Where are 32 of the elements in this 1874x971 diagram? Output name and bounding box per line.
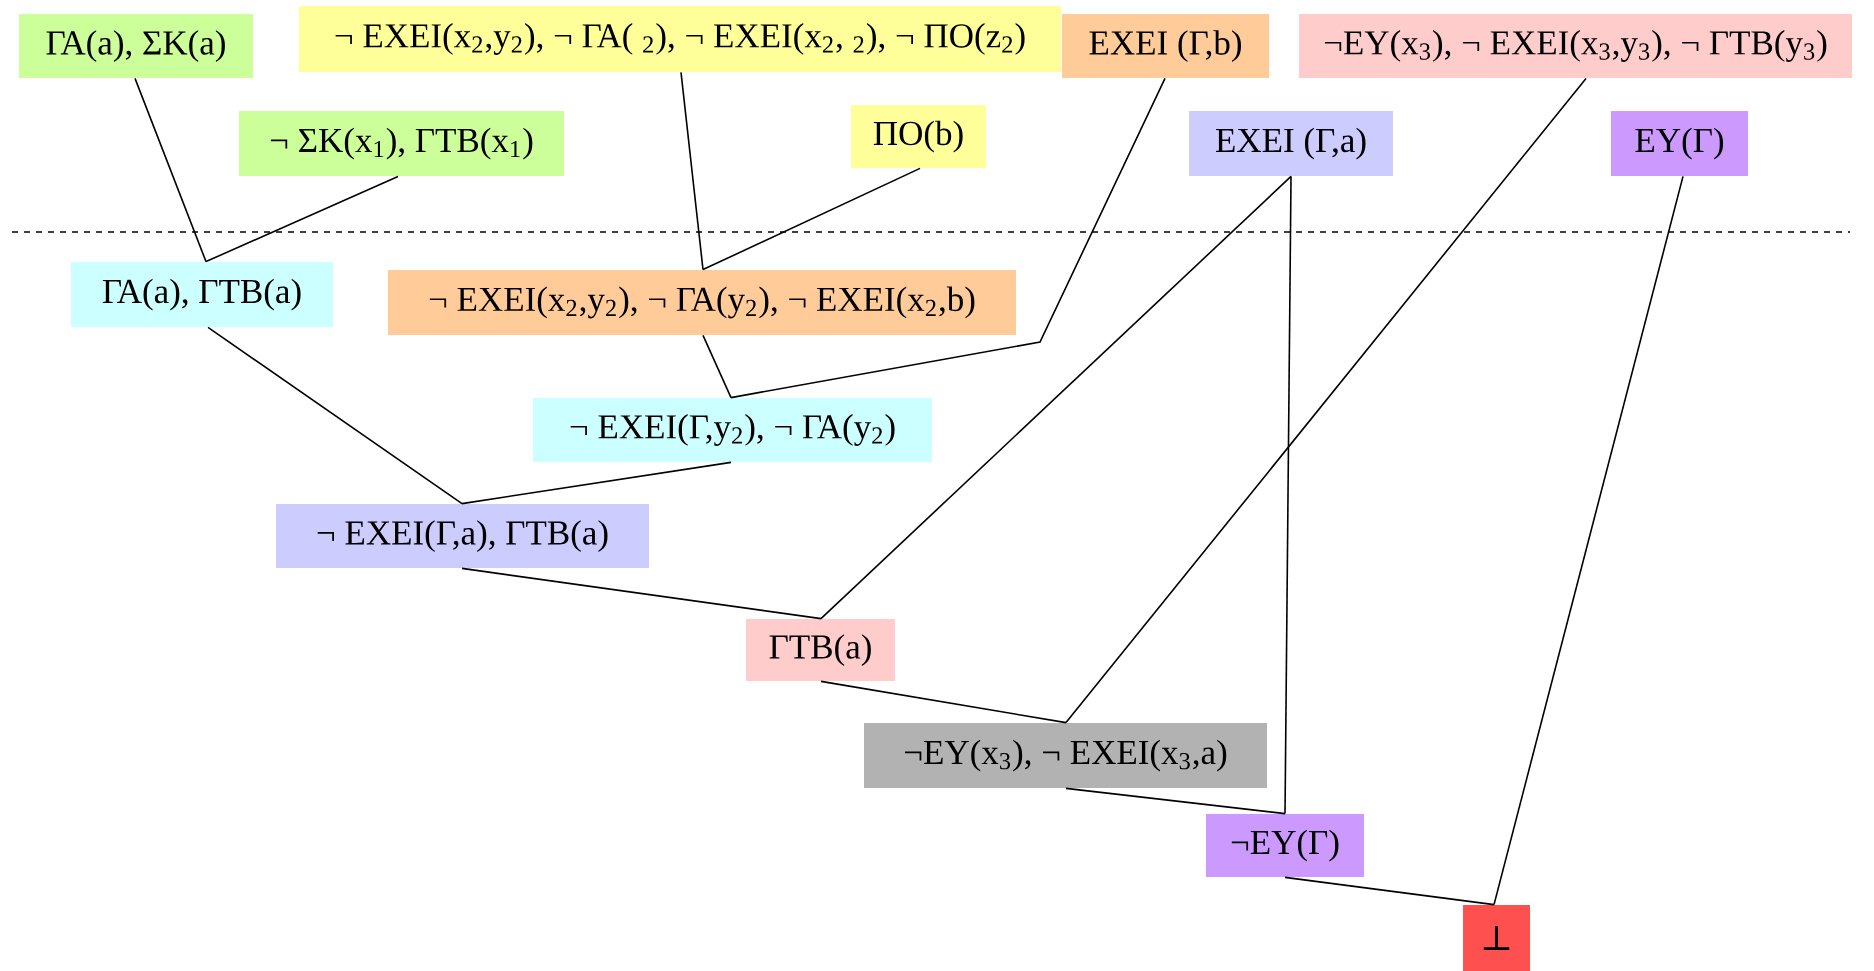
connector-line — [680, 71, 704, 271]
clause-box: ¬ ΕΧΕΙ(Γ,y$_{2}$), ¬ ΓΑ(y$_{2}$) — [533, 398, 932, 462]
connector-line — [820, 175, 1292, 620]
connector-line — [461, 461, 732, 505]
connector-line — [730, 77, 1166, 399]
connector-line — [702, 334, 732, 399]
clause-box: ¬ ΕΧΕΙ(x$_{2}$,y$_{2}$), ¬ ΓΑ( $_{2}$), ¬ ΕΧΕΙ(x$_{2}$, $_{2}$), ¬ ΠΟ(z$_{2}$) — [299, 6, 1061, 72]
clause-box: ¬ΕΥ(x$_{3}$), ¬ ΕΧΕΙ(x$_{3}$,y$_{3}$), ¬ ΓΤΒ(y$_{3}$) — [1299, 14, 1852, 78]
clause-box: ¬ ΕΧΕΙ(Γ,a), ΓΤΒ(a) — [276, 504, 649, 568]
clause-box: ΕΧΕΙ (Γ,b) — [1062, 14, 1269, 78]
connector-line — [1284, 876, 1495, 906]
connector-line — [820, 680, 1067, 724]
clause-box: ⊥ — [1463, 905, 1530, 971]
connector-line — [207, 326, 463, 505]
clause-box: ¬ ΕΧΕΙ(x$_{2}$,y$_{2}$), ¬ ΓΑ(y$_{2}$), ¬ ΕΧΕΙ(x$_{2}$,b) — [388, 270, 1016, 335]
connector-line — [1065, 77, 1587, 724]
connector-line — [1065, 787, 1286, 815]
clause-box: ΓΤΒ(a) — [746, 619, 895, 681]
clause-box: ΕΥ(Γ) — [1611, 111, 1748, 176]
clause-box: ΠΟ(b) — [851, 105, 986, 168]
clause-box: ¬ ΣΚ(x$_{1}$), ΓΤΒ(x$_{1}$) — [239, 111, 564, 176]
clause-box: ¬ΕΥ(x$_{3}$), ¬ ΕΧΕΙ(x$_{3}$,a) — [864, 723, 1267, 788]
clause-box: ΕΧΕΙ (Γ,a) — [1189, 111, 1393, 176]
connector-line — [134, 77, 207, 263]
connector-line — [461, 567, 822, 620]
clause-box: ΓΑ(a), ΣΚ(a) — [19, 14, 253, 78]
connector-line — [702, 167, 921, 271]
connector-line — [205, 175, 399, 263]
connector-line — [1284, 175, 1292, 815]
clause-box: ¬ΕΥ(Γ) — [1206, 814, 1364, 877]
clause-box: ΓΑ(a), ΓΤΒ(a) — [71, 262, 333, 327]
connector-line — [1493, 175, 1684, 906]
